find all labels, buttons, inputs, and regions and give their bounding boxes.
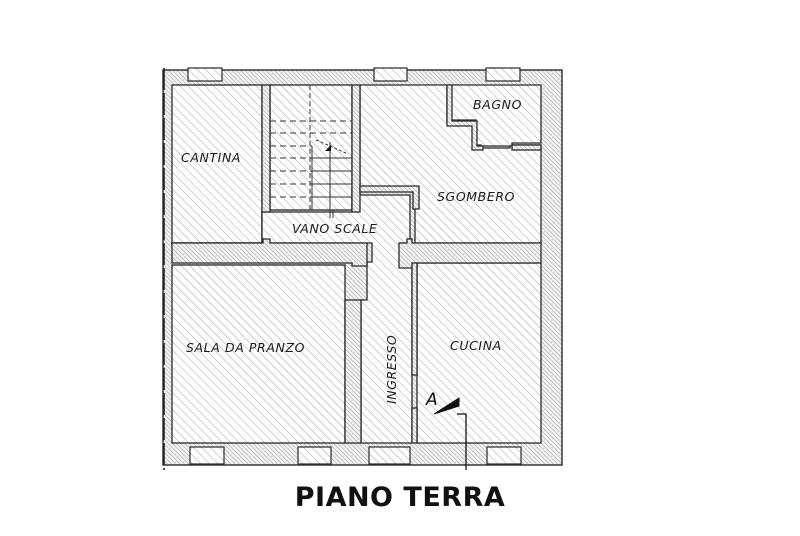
label-sgombero: SGOMBERO xyxy=(437,189,515,204)
section-arrow-icon xyxy=(433,397,460,415)
section-marker: A xyxy=(425,390,467,470)
label-sala-da-pranzo: SALA DA PRANZO xyxy=(186,340,305,355)
label-ingresso: INGRESSO xyxy=(384,335,399,404)
label-cucina: CUCINA xyxy=(450,338,502,353)
window-bottom-3 xyxy=(368,446,411,465)
label-cantina: CANTINA xyxy=(181,150,241,165)
room-cantina xyxy=(171,84,263,244)
floor-title: PIANO TERRA xyxy=(294,482,506,513)
label-bagno: BAGNO xyxy=(473,97,522,112)
window-top-1 xyxy=(187,67,223,82)
stair-treads xyxy=(270,85,352,218)
interior-walls xyxy=(171,84,542,444)
room-labels: CANTINA VANO SCALE BAGNO SGOMBERO SALA D… xyxy=(181,97,522,404)
section-marker-label: A xyxy=(425,390,438,410)
window-bottom-2 xyxy=(297,446,332,465)
window-top-3 xyxy=(485,67,521,82)
label-vano-scale: VANO SCALE xyxy=(292,221,378,236)
window-bottom-1 xyxy=(189,446,225,465)
window-bottom-4 xyxy=(486,446,522,465)
room-cucina xyxy=(416,262,542,444)
window-top-2 xyxy=(373,67,408,82)
windows xyxy=(187,67,522,465)
room-stairwell xyxy=(269,84,353,211)
